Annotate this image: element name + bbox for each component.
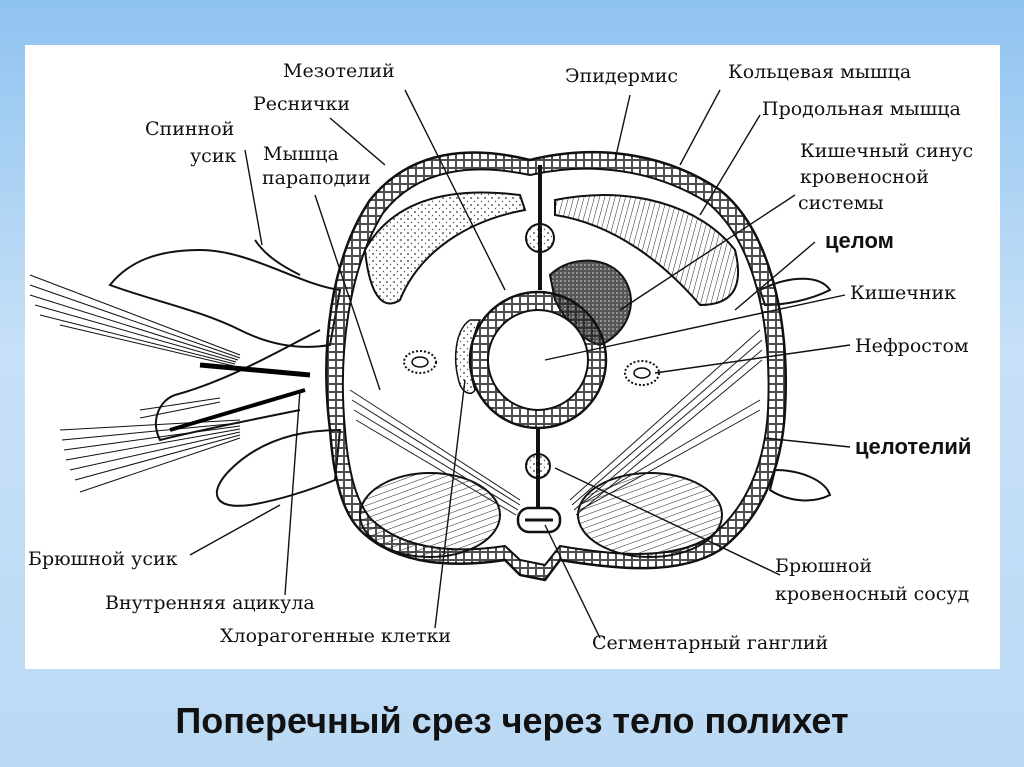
leader-lines	[189, 89, 851, 639]
ventral-vessel	[525, 453, 551, 479]
label-inner-acicula: Внутренняя ацикула	[105, 592, 315, 614]
chloragogen-cells-layer	[454, 319, 482, 395]
acicula-lower	[169, 388, 306, 432]
label-mesothelium: Мезотелий	[283, 60, 395, 82]
label-intestine: Кишечник	[850, 282, 957, 304]
nephrostome-right	[624, 360, 660, 386]
label-coelothelium: целотелий	[855, 434, 972, 459]
chaetae-bundles	[29, 274, 241, 493]
label-nephrostome: Нефростом	[855, 335, 969, 357]
label-longitudinal-muscle: Продольная мышца	[762, 98, 961, 120]
label-cilia: Реснички	[253, 93, 351, 115]
dorsal-longitudinal-muscle-left	[363, 191, 527, 305]
label-dorsal-cirrus-line1: Спинной	[145, 118, 235, 140]
nephrostome-left	[403, 350, 437, 374]
label-chloragogen-cells: Хлорагогенные клетки	[220, 625, 452, 647]
acicula-upper	[199, 362, 311, 378]
ventral-muscle-right	[577, 472, 723, 558]
label-gut-sinus-line2: кровеносной	[800, 166, 929, 188]
label-coelom: целом	[825, 228, 894, 253]
oblique-muscles	[349, 329, 763, 516]
dorsal-longitudinal-muscle-right	[554, 194, 740, 307]
intestine-lumen	[487, 309, 589, 411]
label-circular-muscle: Кольцевая мышца	[728, 61, 912, 83]
slide-caption: Поперечный срез через тело полихет	[175, 700, 849, 741]
label-epidermis: Эпидермис	[565, 65, 679, 87]
label-ventral-cirrus: Брюшной усик	[28, 548, 178, 570]
label-ventral-vessel-line1: Брюшной	[775, 555, 873, 577]
label-ventral-vessel-line2: кровеносный сосуд	[775, 583, 970, 605]
label-parapodium-muscle-line2: параподии	[262, 167, 371, 189]
label-gut-sinus-line1: Кишечный синус	[800, 140, 974, 162]
label-parapodium-muscle-line1: Мышца	[263, 143, 339, 165]
dorsal-vessel	[525, 223, 555, 253]
label-gut-sinus-line3: системы	[798, 192, 884, 214]
label-segmental-ganglion: Сегментарный ганглий	[592, 632, 829, 654]
label-dorsal-cirrus-line2: усик	[190, 145, 237, 167]
left-parapodium	[108, 239, 342, 507]
ventral-muscle-left	[359, 472, 501, 558]
